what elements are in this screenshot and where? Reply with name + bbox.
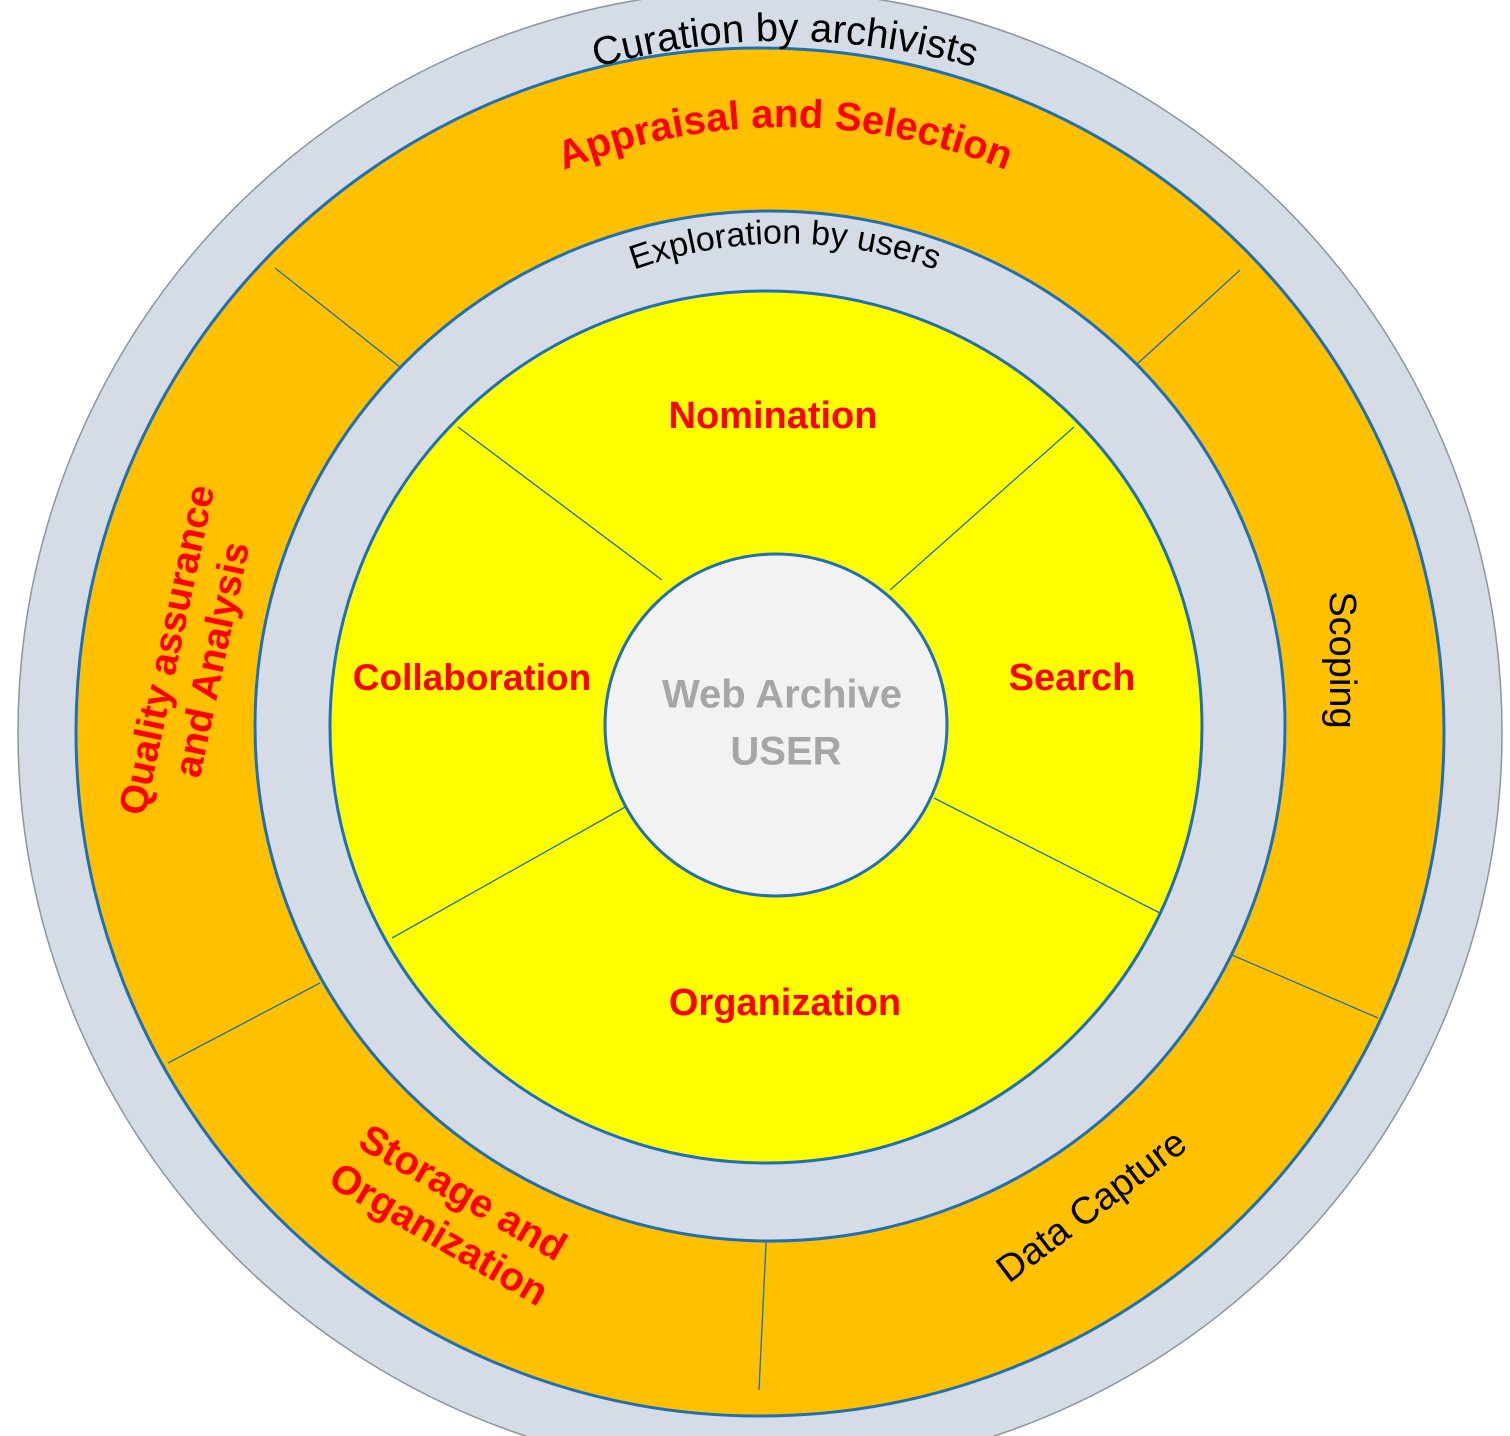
divider-organization-collaboration xyxy=(391,805,628,939)
center-label-line2: USER xyxy=(730,730,841,774)
divider-appraisal-quality xyxy=(274,267,401,368)
center-user-circle xyxy=(603,552,949,898)
scoping-label: Scoping xyxy=(1321,591,1363,728)
nomination-label: Nomination xyxy=(669,395,878,437)
divider-storage-quality xyxy=(167,982,321,1064)
divider-scoping-datacapture xyxy=(1224,951,1379,1019)
divider-collaboration-nomination xyxy=(457,426,663,581)
divider-appraisal-scoping xyxy=(1134,269,1241,367)
collaboration-label: Collaboration xyxy=(353,657,591,698)
organization-label: Organization xyxy=(669,982,901,1024)
divider-nomination-search xyxy=(889,426,1075,591)
divider-search-organization xyxy=(933,797,1161,914)
search-label: Search xyxy=(1009,657,1136,699)
divider-datacapture-storage xyxy=(758,1222,768,1391)
center-label-line1: Web Archive xyxy=(662,673,902,717)
